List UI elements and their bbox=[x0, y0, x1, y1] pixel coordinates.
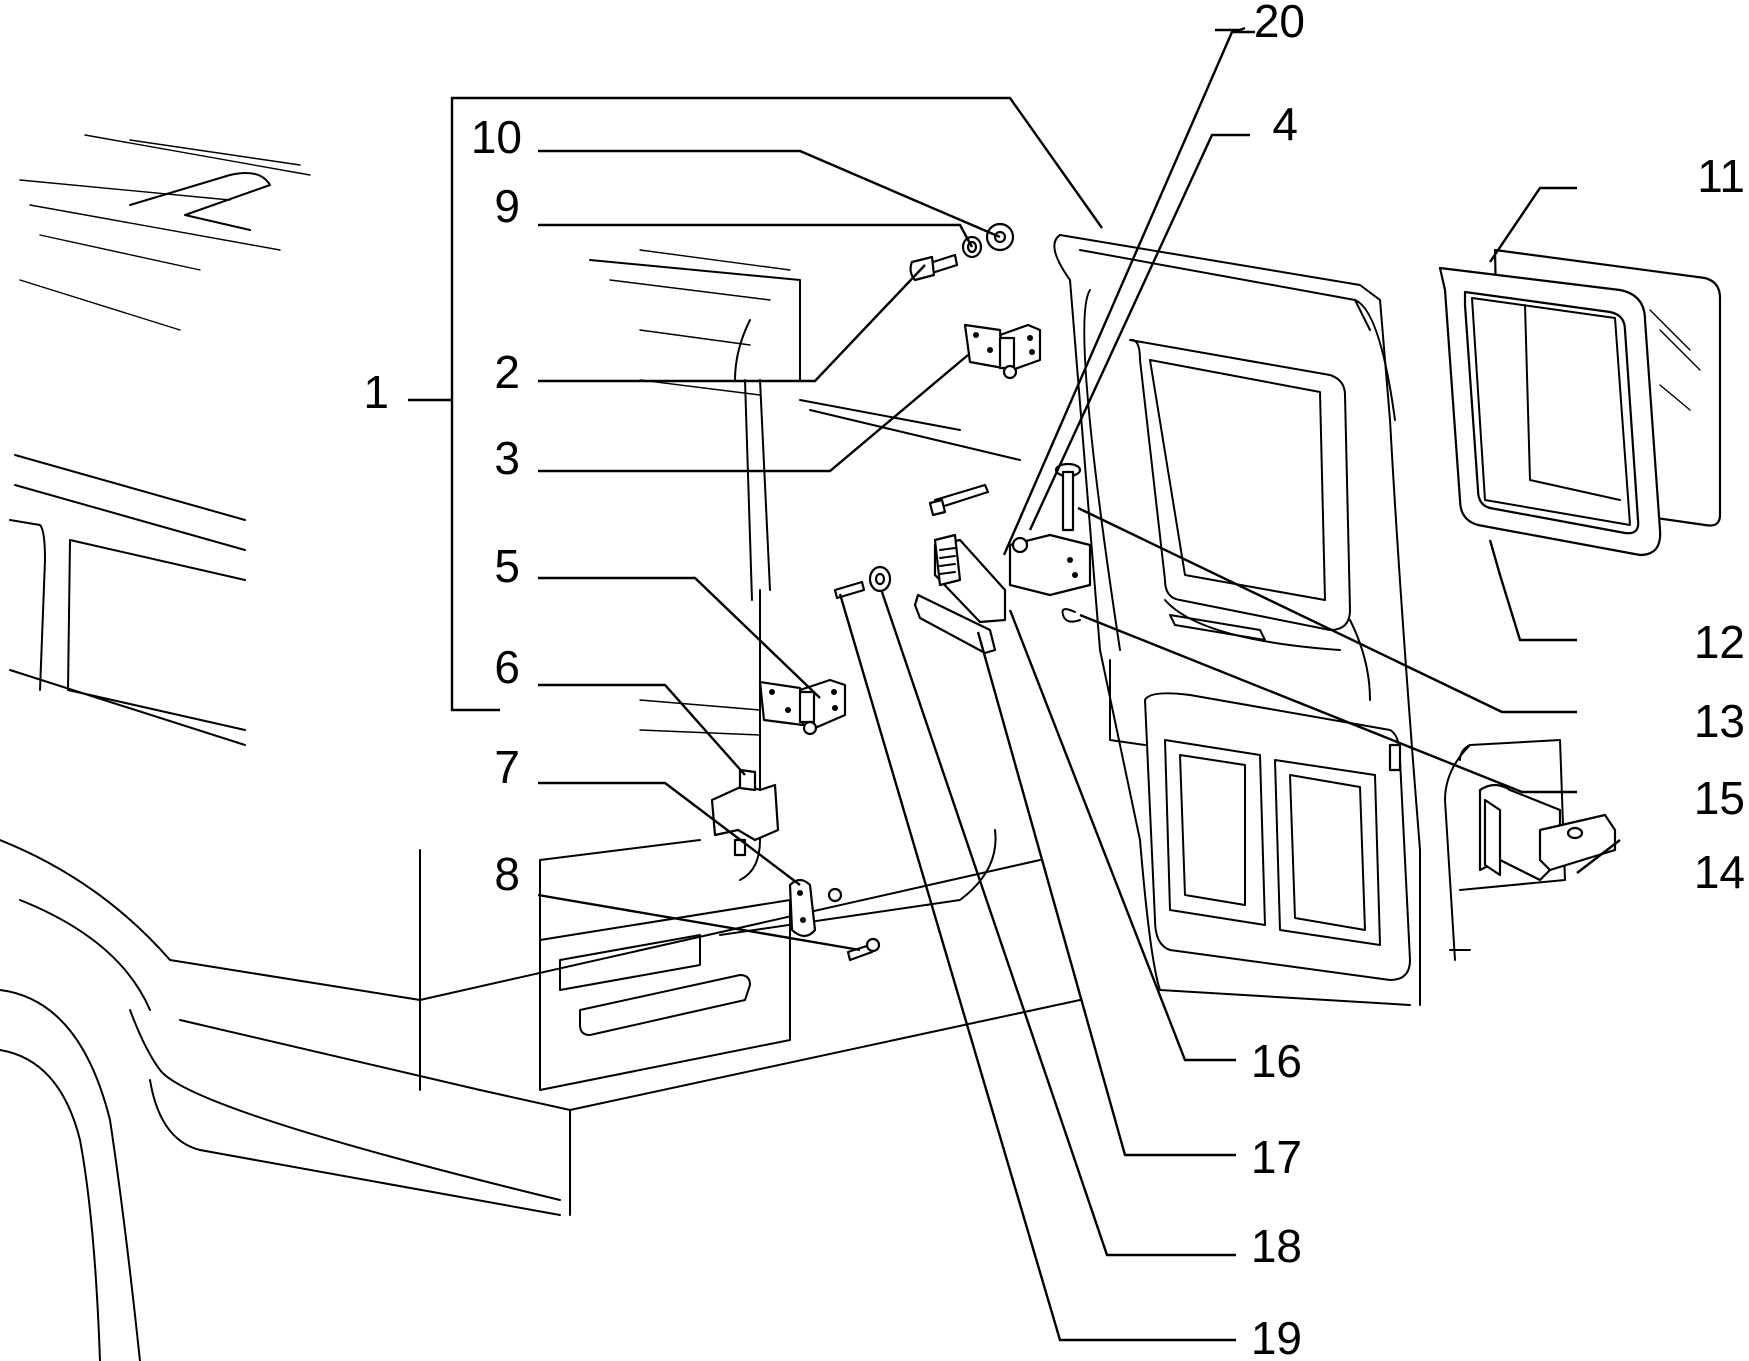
callout-9: 9 bbox=[494, 180, 520, 232]
part-7-plate bbox=[788, 878, 843, 938]
callout-19: 19 bbox=[1251, 1312, 1302, 1361]
callout-labels: 1 2 3 4 5 6 7 8 9 10 11 12 13 14 15 16 1… bbox=[363, 0, 1745, 1361]
part-16-hinge-assembly bbox=[933, 533, 1007, 624]
part-12-seal bbox=[1438, 266, 1662, 557]
part-15-clip bbox=[1061, 608, 1081, 623]
callout-2: 2 bbox=[494, 346, 520, 398]
leader-lines bbox=[408, 26, 1621, 1342]
van-body-illustration bbox=[0, 134, 1081, 1361]
callout-16: 16 bbox=[1251, 1035, 1302, 1087]
part-19-washer bbox=[868, 565, 892, 593]
callout-20: 20 bbox=[1254, 0, 1305, 47]
callout-5: 5 bbox=[494, 540, 520, 592]
callout-6: 6 bbox=[494, 641, 520, 693]
part-6-door-check bbox=[710, 768, 780, 857]
callout-3: 3 bbox=[494, 432, 520, 484]
callout-12: 12 bbox=[1694, 616, 1745, 668]
part-14-striker bbox=[1478, 783, 1617, 882]
part-8-screw bbox=[846, 937, 881, 962]
part-5-lower-hinge bbox=[758, 678, 847, 736]
parts bbox=[710, 222, 1722, 962]
callout-1: 1 bbox=[363, 366, 389, 418]
callout-18: 18 bbox=[1251, 1220, 1302, 1272]
callout-10: 10 bbox=[471, 111, 522, 163]
part-4-pin bbox=[928, 483, 990, 517]
callout-4: 4 bbox=[1272, 98, 1298, 150]
callout-14: 14 bbox=[1694, 846, 1745, 898]
callout-15: 15 bbox=[1694, 772, 1745, 824]
part-18-screw bbox=[833, 580, 866, 600]
part-13-pin bbox=[1054, 462, 1082, 532]
callout-17: 17 bbox=[1251, 1131, 1302, 1183]
callout-11: 11 bbox=[1697, 150, 1745, 202]
callout-13: 13 bbox=[1694, 695, 1745, 747]
part-2-bolt bbox=[909, 253, 959, 282]
callout-8: 8 bbox=[494, 848, 520, 900]
bracket-1 bbox=[450, 96, 1103, 712]
part-20-bracket bbox=[1008, 533, 1092, 597]
callout-7: 7 bbox=[494, 741, 520, 793]
part-3-upper-hinge bbox=[963, 323, 1042, 380]
